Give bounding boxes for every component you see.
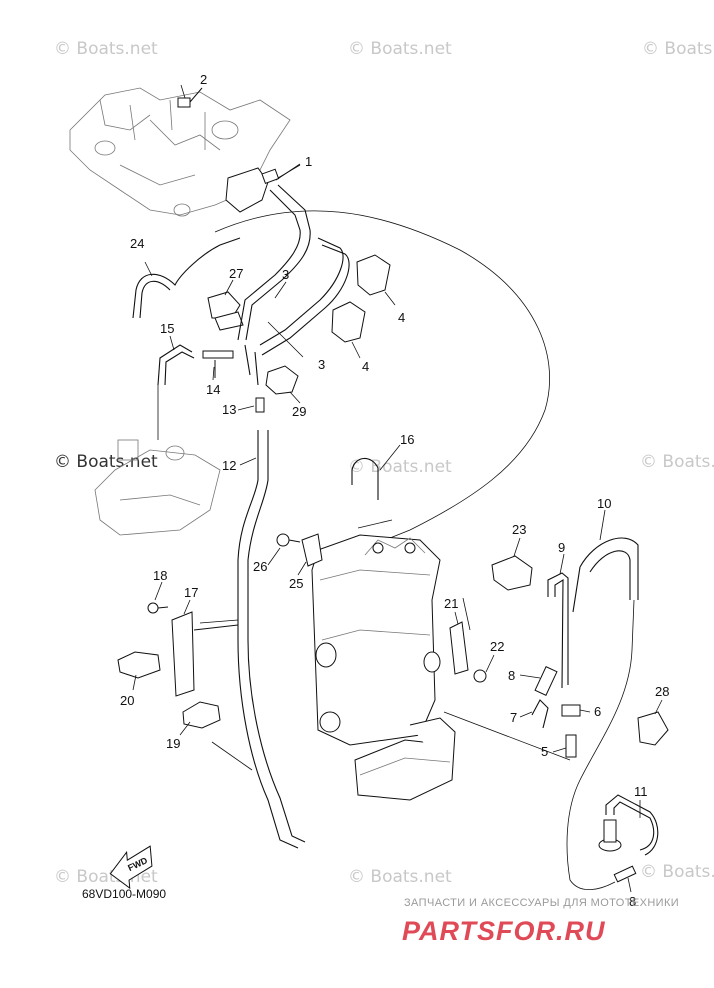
part-28-clip: [637, 711, 669, 746]
watermark-layer: © Boats.net © Boats.net © Boats © Boats.…: [54, 39, 714, 887]
canister: [354, 717, 456, 801]
callout-5: 5: [541, 744, 548, 759]
callout-25: 25: [289, 576, 303, 591]
watermark: © Boats.net: [640, 862, 714, 882]
callout-19: 19: [166, 736, 180, 751]
callout-10: 10: [597, 496, 611, 511]
part-25-clamp: [301, 533, 323, 567]
callout-22: 22: [490, 639, 504, 654]
watermark: © Boats: [642, 39, 713, 59]
callout-2: 2: [200, 72, 207, 87]
callout-13: 13: [222, 402, 236, 417]
callout-23: 23: [512, 522, 526, 537]
callout-27: 27: [229, 266, 243, 281]
watermark: © Boats.net: [348, 867, 452, 887]
callout-6: 6: [594, 704, 601, 719]
part-14-fitting: [202, 350, 234, 378]
part-3-hoses: [237, 184, 350, 386]
part-26-bolt: [276, 533, 301, 547]
callout-28: 28: [655, 684, 669, 699]
callout-4: 4: [398, 310, 405, 325]
vapor-separator: [311, 534, 441, 746]
callout-4: 4: [362, 359, 369, 374]
part-12-hose: [237, 430, 306, 849]
callout-12: 12: [222, 458, 236, 473]
part-8-fitting: [534, 666, 558, 696]
callout-29: 29: [292, 404, 306, 419]
part-18-bolt: [147, 602, 169, 614]
part-16-hose: [351, 457, 379, 500]
callout-16: 16: [400, 432, 414, 447]
lower-left-engine: [94, 439, 221, 536]
part-29-clip: [265, 365, 299, 395]
part-20-clip: [117, 651, 161, 679]
watermark: © Boats.net: [348, 457, 452, 477]
callout-11: 11: [634, 784, 648, 799]
callout-9: 9: [558, 540, 565, 555]
part-13-connector: [255, 397, 265, 413]
part-7-hose: [531, 699, 549, 729]
partsfor-watermark: ЗАПЧАСТИ И АКСЕССУАРЫ ДЛЯ МОТОТЕХНИКИ PA…: [402, 897, 679, 946]
watermark: © Boats.net: [640, 452, 714, 472]
callout-1: 1: [305, 154, 312, 169]
part-5-cap: [565, 734, 577, 758]
part-1-valve: [225, 163, 301, 213]
watermark: © Boats.net: [54, 39, 158, 59]
callout-26: 26: [253, 559, 267, 574]
watermark: © Boats.net: [348, 39, 452, 59]
callout-labels: 1 2 3 3 4 4 5 6 7 8 8 9 10 11 12 13 14 1…: [120, 72, 669, 909]
part-8-lower-fitting: [613, 865, 637, 883]
part-15-hose: [157, 344, 195, 386]
part-6-connector: [561, 704, 581, 717]
callout-3: 3: [318, 357, 325, 372]
part-24-hose: [132, 237, 241, 319]
part-21-bracket: [449, 621, 469, 675]
callout-8: 8: [629, 894, 636, 909]
part-19-clip: [182, 701, 221, 729]
callout-8: 8: [508, 668, 515, 683]
part-22-bolt: [473, 669, 487, 683]
callout-21: 21: [444, 596, 458, 611]
part-4-clamps: [331, 254, 391, 343]
callout-3: 3: [282, 267, 289, 282]
part-9-hose: [547, 572, 569, 689]
part-17-bracket: [171, 611, 239, 697]
leader-lines: [132, 84, 663, 893]
callout-24: 24: [130, 236, 144, 251]
fwd-arrow-icon: FWD: [109, 845, 153, 890]
part-10-hose: [572, 537, 639, 613]
upper-engine-block: [69, 87, 291, 217]
callout-14: 14: [206, 382, 220, 397]
partsfor-tagline: ЗАПЧАСТИ И АКСЕССУАРЫ ДЛЯ МОТОТЕХНИКИ: [404, 897, 679, 909]
watermark: © Boats.net: [54, 452, 158, 472]
callout-7: 7: [510, 710, 517, 725]
callout-17: 17: [184, 585, 198, 600]
diagram-code: 68VD100-M090: [82, 887, 166, 901]
part-23-clip: [491, 555, 533, 591]
long-hose-loop: [214, 210, 550, 531]
lower-return-line: [566, 599, 635, 891]
part-2-bolt: [177, 87, 203, 108]
callout-15: 15: [160, 321, 174, 336]
partsfor-logo: PARTSFOR.RU: [402, 916, 606, 946]
part-11-hose: [598, 794, 659, 856]
part-27-clip: [207, 291, 244, 331]
callout-20: 20: [120, 693, 134, 708]
callout-18: 18: [153, 568, 167, 583]
